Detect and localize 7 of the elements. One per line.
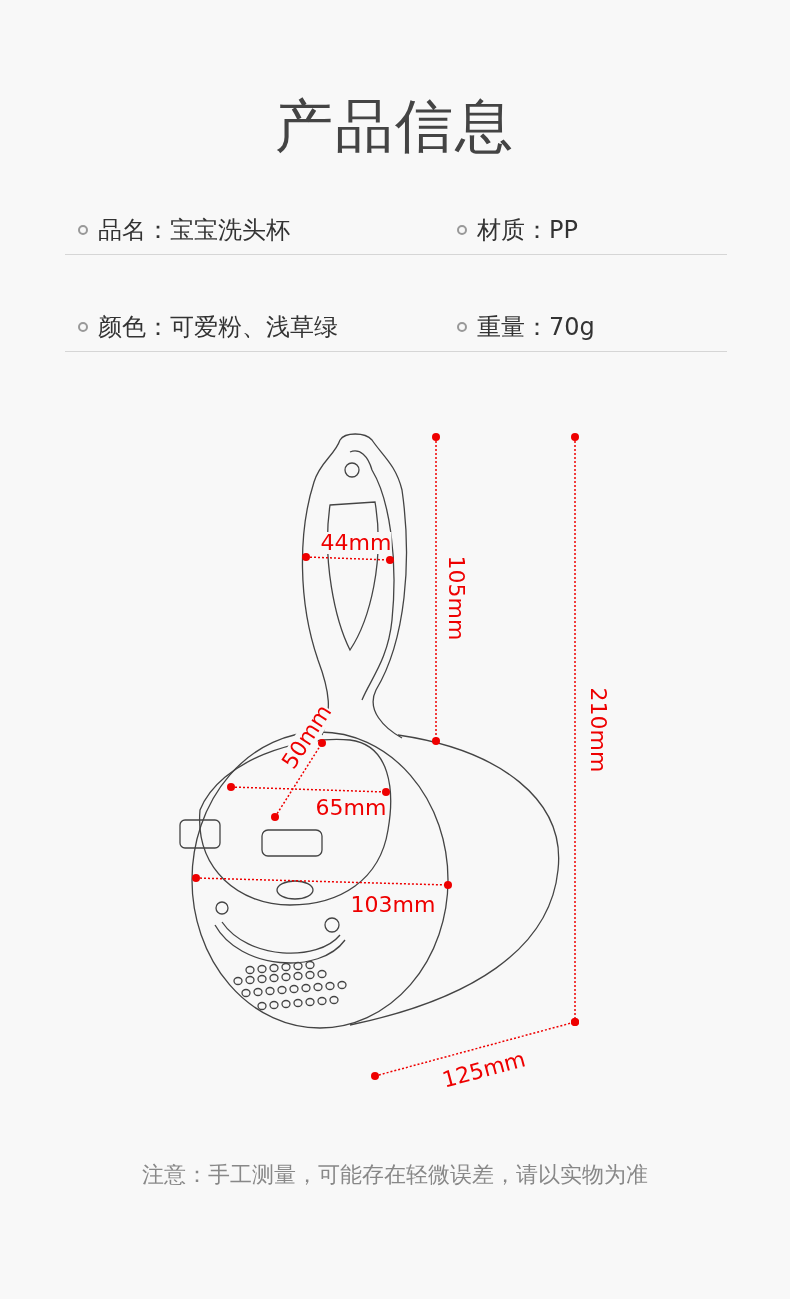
note-text: 注意：手工测量，可能存在轻微误差，请以实物为准 [141, 1161, 649, 1189]
spec-text: 品名：宝宝洗头杯 [98, 215, 290, 246]
page-title: 产品信息 [274, 91, 516, 162]
spec-text: 材质：PP [477, 215, 578, 246]
spec-text: 重量：70g [477, 312, 595, 343]
dimension-label: 44mm [320, 532, 392, 554]
spec-text: 颜色：可爱粉、浅草绿 [98, 312, 338, 343]
